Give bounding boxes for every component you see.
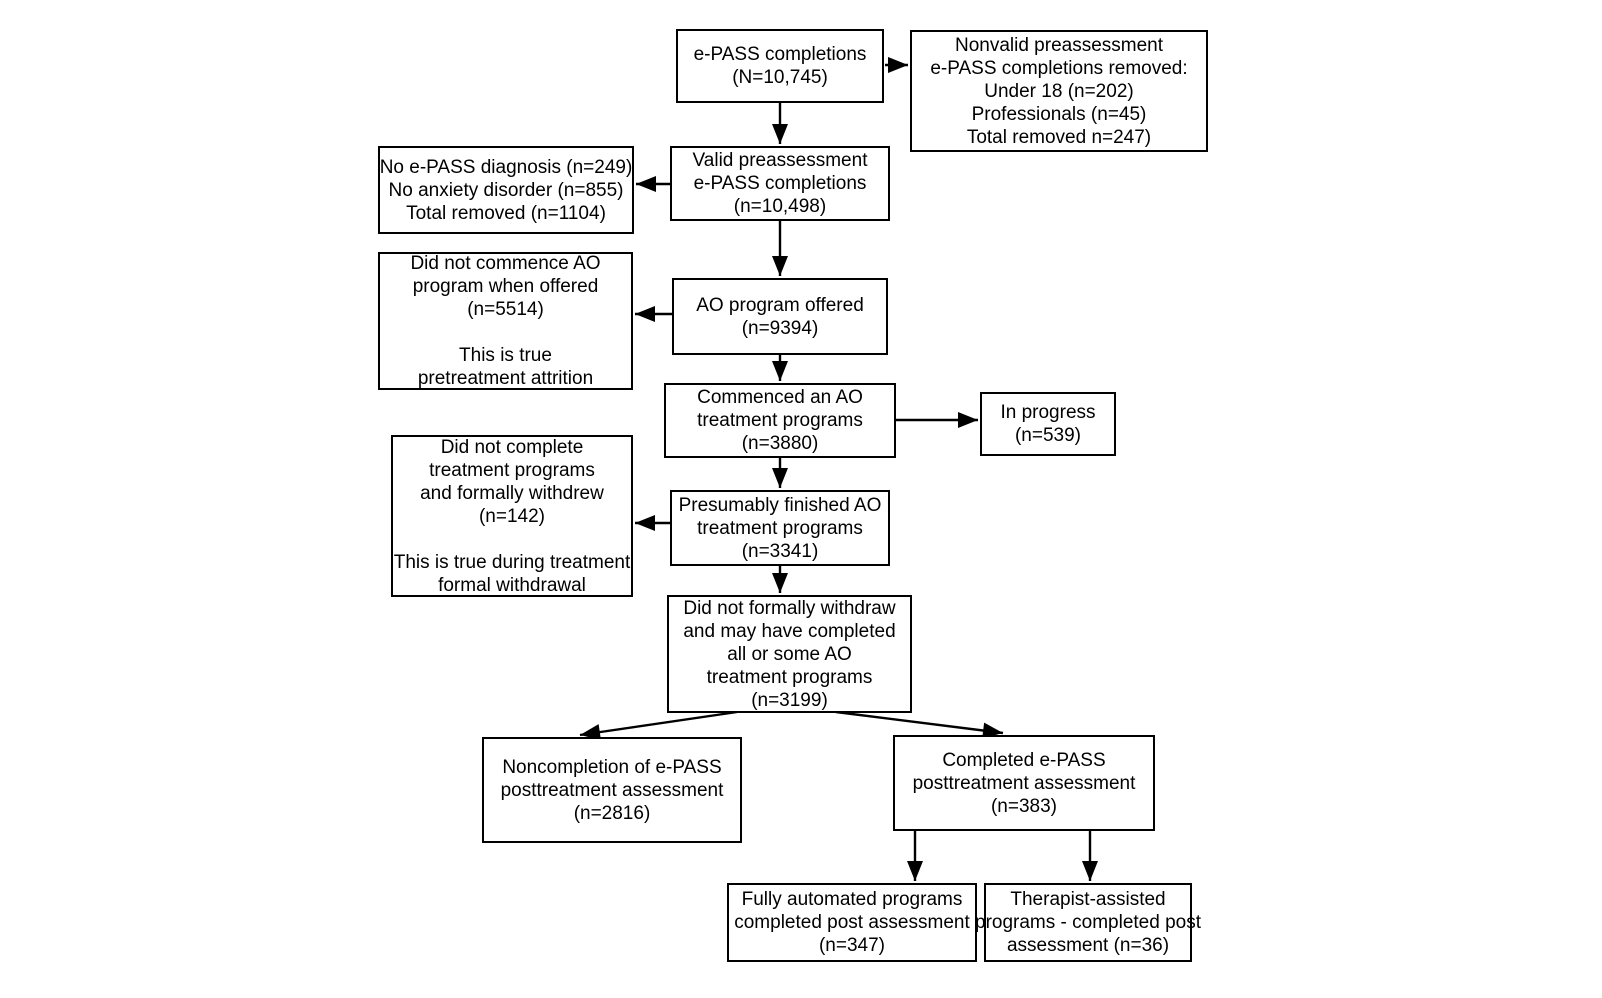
node-did-not-withdraw: Did not formally withdraw and may have c… [667,595,912,713]
node-no-diagnosis-removed: No e-PASS diagnosis (n=249) No anxiety d… [378,146,634,234]
node-noncompletion-post: Noncompletion of e-PASS posttreatment as… [482,737,742,843]
node-epass-completions: e-PASS completions (N=10,745) [676,29,884,103]
node-ao-program-offered: AO program offered (n=9394) [672,278,888,355]
node-commenced-ao: Commenced an AO treatment programs (n=38… [664,383,896,458]
node-in-progress: In progress (n=539) [980,392,1116,456]
node-completed-post: Completed e-PASS posttreatment assessmen… [893,735,1155,831]
node-presumably-finished: Presumably finished AO treatment program… [670,490,890,566]
node-therapist-assisted: Therapist-assisted programs - completed … [975,883,1201,962]
node-did-not-commence: Did not commence AO program when offered… [378,252,633,390]
node-valid-preassessment: Valid preassessment e-PASS completions (… [670,146,890,221]
node-nonvalid-removed: Nonvalid preassessment e-PASS completion… [910,30,1208,152]
node-fully-automated: Fully automated programs completed post … [727,883,977,962]
arrow-notwithdraw-to-completed [835,710,1004,739]
arrow-notwithdraw-to-noncompletion [579,710,738,741]
node-did-not-complete: Did not complete treatment programs and … [391,435,633,597]
